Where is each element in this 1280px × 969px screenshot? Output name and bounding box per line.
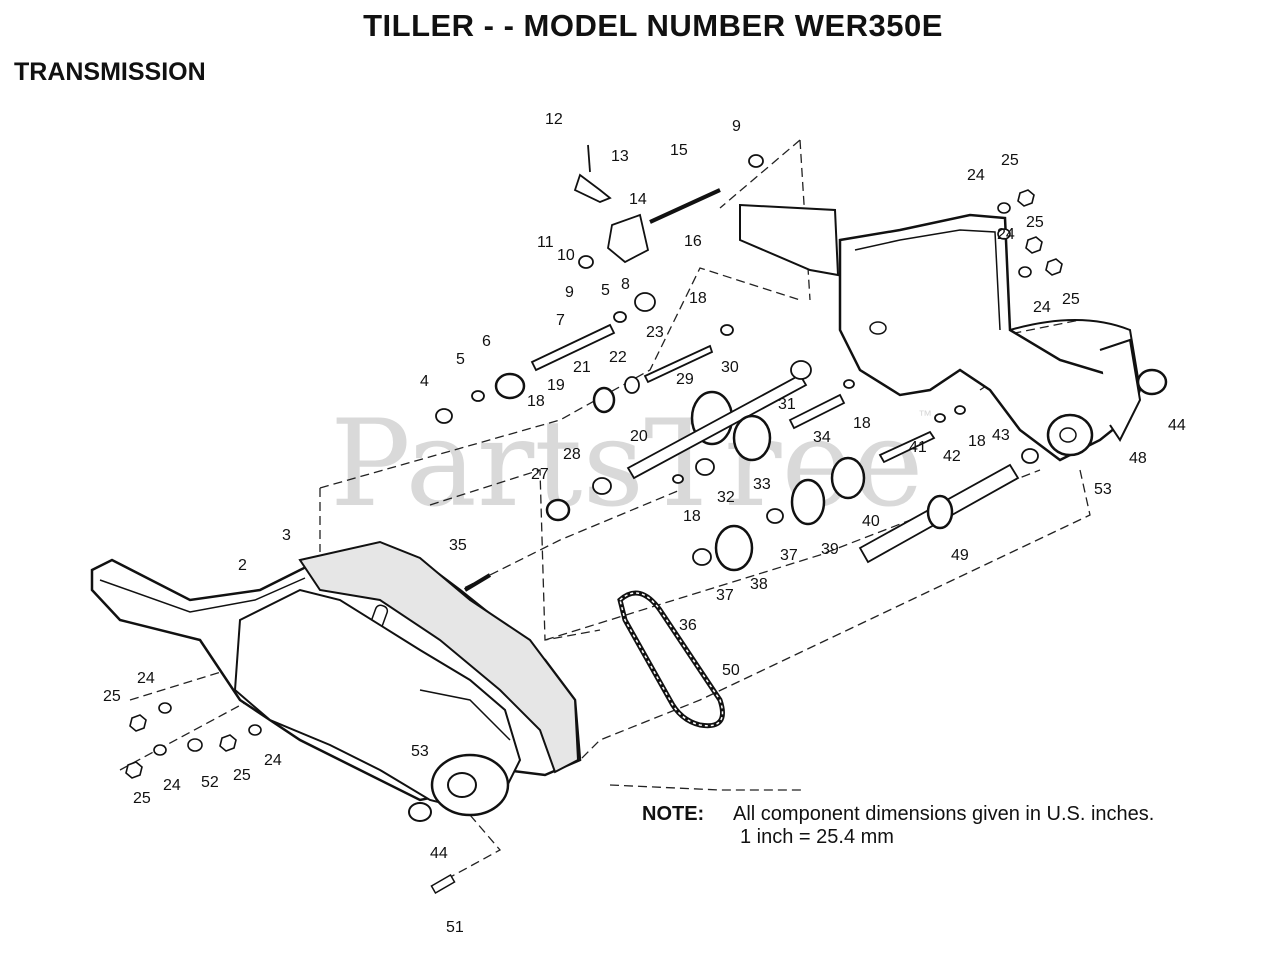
callout-31: 31	[778, 396, 796, 413]
callout-25: 25	[133, 790, 151, 807]
note-label: NOTE:	[642, 803, 704, 825]
callout-39: 39	[821, 541, 839, 558]
callout-4: 4	[420, 373, 429, 390]
transmission-housing-right	[739, 203, 1168, 462]
callout-38: 38	[750, 576, 768, 593]
callout-24: 24	[1033, 299, 1051, 316]
shifter-assembly	[573, 144, 764, 323]
callout-22: 22	[609, 349, 627, 366]
callout-18: 18	[968, 433, 986, 450]
callout-8: 8	[621, 276, 630, 293]
callout-5: 5	[456, 351, 465, 368]
callout-40: 40	[862, 513, 880, 530]
callout-50: 50	[722, 662, 740, 679]
callout-9: 9	[732, 118, 741, 135]
callout-23: 23	[646, 324, 664, 341]
callout-53: 53	[1094, 481, 1112, 498]
fasteners	[125, 189, 1063, 779]
callout-37: 37	[780, 547, 798, 564]
callout-35: 35	[449, 537, 467, 554]
callout-13: 13	[611, 148, 629, 165]
diagram-title: TILLER - - MODEL NUMBER WER350E	[363, 8, 943, 43]
watermark: PartsTree ™	[330, 395, 932, 534]
callout-2: 2	[238, 557, 247, 574]
callout-52: 52	[201, 774, 219, 791]
callout-18: 18	[689, 290, 707, 307]
watermark-text: PartsTree	[330, 395, 924, 534]
callout-11: 11	[537, 234, 554, 251]
callout-29: 29	[676, 371, 694, 388]
callout-42: 42	[943, 448, 961, 465]
callout-34: 34	[813, 429, 831, 446]
note-line-2: 1 inch = 25.4 mm	[740, 826, 894, 848]
callout-24: 24	[264, 752, 282, 769]
callout-44: 44	[1168, 417, 1186, 434]
callout-25: 25	[1062, 291, 1080, 308]
bearing-53-left	[408, 753, 510, 894]
callout-7: 7	[556, 312, 565, 329]
callout-25: 25	[233, 767, 251, 784]
callout-20: 20	[630, 428, 648, 445]
callout-25: 25	[1001, 152, 1019, 169]
callout-24: 24	[997, 226, 1015, 243]
callout-53: 53	[411, 743, 429, 760]
callout-51: 51	[446, 919, 464, 936]
callout-6: 6	[482, 333, 491, 350]
callout-18: 18	[853, 415, 871, 432]
callout-24: 24	[967, 167, 985, 184]
callout-32: 32	[717, 489, 735, 506]
callout-9: 9	[565, 284, 574, 301]
callout-25: 25	[1026, 214, 1044, 231]
note-line-1: All component dimensions given in U.S. i…	[733, 803, 1154, 825]
callout-14: 14	[629, 191, 647, 208]
callout-37: 37	[716, 587, 734, 604]
callout-25: 25	[103, 688, 121, 705]
note-block: NOTE: All component dimensions given in …	[642, 803, 1154, 848]
callout-3: 3	[282, 527, 291, 544]
callout-18: 18	[683, 508, 701, 525]
callout-33: 33	[753, 476, 771, 493]
watermark-mark: ™	[918, 407, 932, 423]
callout-18: 18	[527, 393, 545, 410]
gear-train	[435, 323, 1039, 592]
callout-24: 24	[163, 777, 181, 794]
drive-chain-50	[617, 590, 725, 729]
callout-28: 28	[563, 446, 581, 463]
assembly-lines	[119, 139, 1091, 881]
callout-5: 5	[601, 282, 610, 299]
callout-49: 49	[951, 547, 969, 564]
callout-44: 44	[430, 845, 448, 862]
callout-12: 12	[545, 111, 563, 128]
callout-24: 24	[137, 670, 155, 687]
callout-48: 48	[1129, 450, 1147, 467]
callout-16: 16	[684, 233, 702, 250]
callout-21: 21	[573, 359, 591, 376]
callout-43: 43	[992, 427, 1010, 444]
callout-15: 15	[670, 142, 688, 159]
section-heading: TRANSMISSION	[14, 58, 206, 86]
callout-30: 30	[721, 359, 739, 376]
callout-27: 27	[531, 466, 549, 483]
callout-36: 36	[679, 617, 697, 634]
callout-10: 10	[557, 247, 575, 264]
callout-41: 41	[909, 439, 927, 456]
callout-19: 19	[547, 377, 565, 394]
